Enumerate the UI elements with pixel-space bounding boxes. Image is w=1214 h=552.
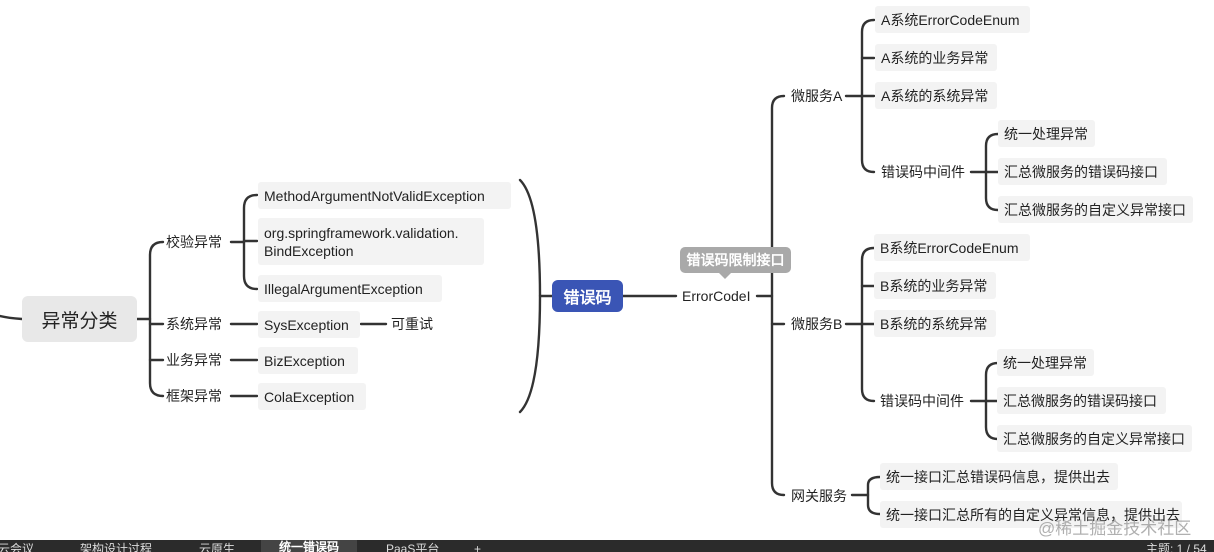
- gateway-item[interactable]: 统一接口汇总错误码信息，提供出去: [880, 463, 1118, 490]
- add-tab-button[interactable]: +: [474, 542, 482, 552]
- item-label: 统一处理异常: [1004, 125, 1088, 142]
- error-code-label: ErrorCodeI: [682, 288, 751, 304]
- item-label: A系统ErrorCodeEnum: [881, 11, 1020, 28]
- exception-label: MethodArgumentNotValidException: [264, 187, 485, 204]
- category-validation[interactable]: 校验异常: [166, 233, 222, 251]
- exception-label: ColaException: [264, 388, 355, 405]
- middleware-b-node[interactable]: 错误码中间件: [880, 392, 964, 410]
- service-a-node[interactable]: 微服务A: [791, 87, 842, 105]
- sheet-tab-bar: 云会议 架构设计过程 云原生 统一错误码 PaaS平台 + 主题: 1 / 54: [0, 540, 1214, 552]
- service-a-item[interactable]: A系统的系统异常: [875, 82, 997, 109]
- middleware-a-item[interactable]: 统一处理异常: [998, 120, 1095, 147]
- center-node[interactable]: 错误码: [552, 280, 623, 312]
- middleware-b-item[interactable]: 统一处理异常: [997, 349, 1094, 376]
- category-label: 系统异常: [166, 316, 222, 332]
- item-label: B系统的系统异常: [880, 315, 988, 332]
- item-label: 汇总微服务的错误码接口: [1004, 163, 1158, 180]
- callout-text: 错误码限制接口: [686, 252, 785, 268]
- item-label: 统一接口汇总错误码信息，提供出去: [886, 468, 1110, 485]
- exception-node[interactable]: MethodArgumentNotValidException: [258, 182, 511, 209]
- watermark: @稀土掘金技术社区: [1038, 514, 1191, 539]
- item-label: 汇总微服务的错误码接口: [1003, 392, 1157, 409]
- tab-paas[interactable]: PaaS平台: [386, 542, 440, 552]
- middleware-label: 错误码中间件: [880, 393, 964, 409]
- exception-label: BizException: [264, 352, 345, 369]
- retryable-note[interactable]: 可重试: [391, 315, 433, 333]
- root-label: 异常分类: [41, 310, 118, 332]
- middleware-a-item[interactable]: 汇总微服务的自定义异常接口: [998, 196, 1193, 223]
- middleware-a-item[interactable]: 汇总微服务的错误码接口: [998, 158, 1167, 185]
- service-b-item[interactable]: B系统的业务异常: [874, 272, 996, 299]
- gateway-node[interactable]: 网关服务: [791, 487, 847, 505]
- error-code-node[interactable]: ErrorCodeI: [682, 287, 750, 305]
- tab-cloud-meeting[interactable]: 云会议: [0, 542, 35, 552]
- exception-node[interactable]: BizException: [258, 347, 358, 374]
- tab-error-code[interactable]: 统一错误码: [261, 540, 358, 552]
- middleware-a-node[interactable]: 错误码中间件: [881, 163, 965, 181]
- item-label: A系统的系统异常: [881, 87, 989, 104]
- category-label: 框架异常: [166, 388, 222, 404]
- exception-label: IllegalArgumentException: [264, 280, 423, 297]
- item-label: 汇总微服务的自定义异常接口: [1003, 430, 1185, 447]
- item-label: A系统的业务异常: [881, 49, 989, 66]
- middleware-b-item[interactable]: 汇总微服务的错误码接口: [997, 387, 1166, 414]
- item-label: B系统的业务异常: [880, 277, 988, 294]
- category-label: 业务异常: [166, 352, 222, 368]
- item-label: 统一处理异常: [1003, 354, 1087, 371]
- center-label: 错误码: [563, 290, 612, 307]
- exception-node[interactable]: SysException: [258, 311, 360, 338]
- callout-tail: [718, 272, 732, 279]
- service-label: 微服务B: [791, 316, 843, 332]
- middleware-b-item[interactable]: 汇总微服务的自定义异常接口: [997, 425, 1192, 452]
- service-a-item[interactable]: A系统的业务异常: [875, 44, 997, 71]
- item-label: 汇总微服务的自定义异常接口: [1004, 201, 1186, 218]
- category-system[interactable]: 系统异常: [166, 315, 222, 333]
- category-label: 校验异常: [166, 234, 222, 250]
- gateway-item[interactable]: 统一接口汇总所有的自定义异常信息，提供出去: [880, 501, 1182, 528]
- exception-node[interactable]: ColaException: [258, 383, 366, 410]
- category-business[interactable]: 业务异常: [166, 351, 222, 369]
- status-text: 主题: 1 / 54: [1146, 542, 1207, 552]
- service-b-item[interactable]: B系统ErrorCodeEnum: [874, 234, 1030, 261]
- middleware-label: 错误码中间件: [881, 164, 965, 180]
- service-b-node[interactable]: 微服务B: [791, 315, 842, 333]
- exception-label: SysException: [264, 316, 349, 333]
- service-a-item[interactable]: A系统ErrorCodeEnum: [875, 6, 1030, 33]
- item-label: B系统ErrorCodeEnum: [880, 239, 1019, 256]
- gateway-label: 网关服务: [791, 488, 847, 504]
- watermark-text: @稀土掘金技术社区: [1038, 519, 1192, 538]
- retryable-label: 可重试: [391, 316, 433, 332]
- tab-cloud-native[interactable]: 云原生: [199, 542, 236, 552]
- tab-architecture[interactable]: 架构设计过程: [80, 542, 153, 552]
- item-label: 统一接口汇总所有的自定义异常信息，提供出去: [886, 506, 1180, 523]
- exception-label: org.springframework.validation. BindExce…: [264, 224, 459, 259]
- exception-node[interactable]: org.springframework.validation. BindExce…: [258, 218, 484, 265]
- service-label: 微服务A: [791, 88, 843, 104]
- callout-label: 错误码限制接口: [680, 247, 791, 273]
- category-framework[interactable]: 框架异常: [166, 387, 222, 405]
- root-node[interactable]: 异常分类: [22, 296, 137, 342]
- service-b-item[interactable]: B系统的系统异常: [874, 310, 996, 337]
- exception-node[interactable]: IllegalArgumentException: [258, 275, 442, 302]
